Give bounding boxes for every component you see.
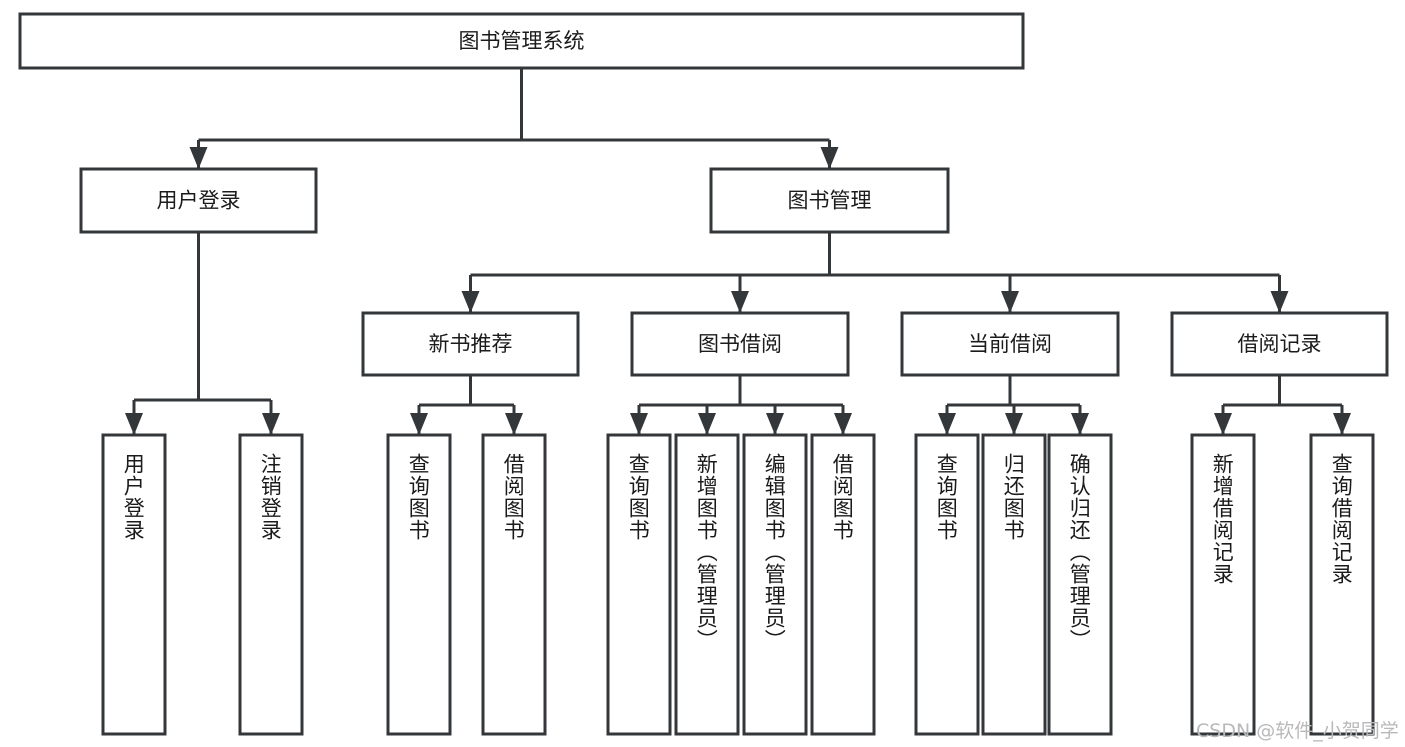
node-leaf-query-book-1[interactable] — [386, 433, 452, 736]
node-leaf-query-record[interactable] — [1309, 433, 1375, 736]
node-leaf-query-book-2[interactable] — [606, 433, 672, 736]
node-root-label: 图书管理系统 — [459, 29, 585, 53]
arrow-head-icon — [698, 413, 716, 435]
node-leaf-add-book[interactable] — [674, 433, 740, 736]
arrow-head-icon — [461, 291, 480, 313]
arrow-head-icon — [820, 147, 839, 169]
node-book-manage[interactable] — [709, 167, 950, 234]
node-root[interactable] — [18, 12, 1025, 70]
node-current-borrow-label: 当前借阅 — [968, 332, 1052, 356]
node-leaf-borrow-book-1[interactable] — [481, 433, 547, 736]
arrow-head-icon — [505, 413, 523, 435]
node-user-login[interactable] — [79, 167, 318, 234]
arrow-head-icon — [1214, 413, 1232, 435]
node-leaf-add-record[interactable] — [1190, 433, 1256, 736]
watermark: CSDN @软件_小贺同学 — [1196, 720, 1399, 742]
arrow-head-icon — [1333, 413, 1351, 435]
node-book-manage-label: 图书管理 — [788, 189, 872, 213]
arrow-head-icon — [834, 413, 852, 435]
arrow-head-icon — [1005, 413, 1023, 435]
arrow-head-icon — [630, 413, 648, 435]
node-current-borrow[interactable] — [900, 311, 1120, 377]
box-layer — [18, 12, 1389, 736]
arrow-head-icon — [1270, 291, 1289, 313]
arrow-head-icon — [125, 413, 143, 435]
arrow-head-icon — [1071, 413, 1089, 435]
node-leaf-edit-book[interactable] — [742, 433, 808, 736]
node-borrow-record[interactable] — [1170, 311, 1389, 377]
node-leaf-user-logout[interactable] — [238, 433, 304, 736]
node-leaf-user-login[interactable] — [101, 433, 167, 736]
arrow-head-icon — [262, 413, 280, 435]
node-leaf-return-book[interactable] — [981, 433, 1047, 736]
node-borrow-record-label: 借阅记录 — [1238, 332, 1322, 356]
node-leaf-query-book-3[interactable] — [914, 433, 980, 736]
node-new-book-recommend-label: 新书推荐 — [429, 332, 513, 356]
node-book-borrow[interactable] — [630, 311, 850, 377]
arrow-head-icon — [731, 291, 749, 313]
node-leaf-borrow-book-2[interactable] — [810, 433, 876, 736]
connector-layer — [125, 68, 1351, 435]
node-new-book-recommend[interactable] — [361, 311, 580, 377]
arrow-head-icon — [938, 413, 956, 435]
arrow-head-icon — [766, 413, 784, 435]
node-book-borrow-label: 图书借阅 — [698, 332, 782, 356]
arrow-head-icon — [1001, 291, 1019, 313]
node-user-login-label: 用户登录 — [157, 189, 241, 213]
arrow-head-icon — [410, 413, 428, 435]
node-leaf-confirm-return[interactable] — [1047, 433, 1113, 736]
arrow-head-icon — [189, 147, 208, 169]
